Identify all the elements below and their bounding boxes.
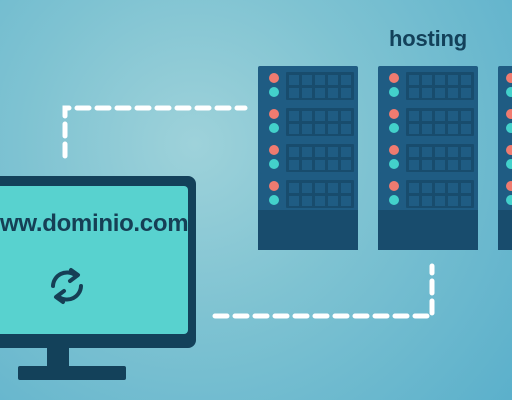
connector-bottom — [212, 263, 435, 319]
monitor — [0, 176, 196, 380]
hosting-label: hosting — [389, 26, 468, 51]
server-rack-3 — [498, 66, 512, 250]
refresh-icon — [51, 268, 83, 304]
connector-top — [62, 105, 248, 159]
server-cell-grid — [289, 75, 471, 206]
domain-url-text: ww.dominio.com — [0, 210, 189, 237]
